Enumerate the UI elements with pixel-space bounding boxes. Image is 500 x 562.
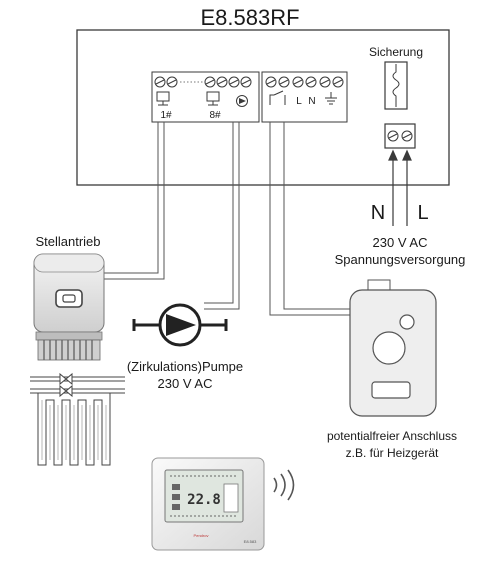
supply-voltage-label: 230 V AC [373, 235, 428, 250]
supply-name-label: Spannungsversorgung [335, 252, 466, 267]
heating-manifold [30, 372, 125, 466]
pump-voltage-label: 230 V AC [158, 376, 213, 391]
ground-icon [325, 92, 337, 105]
boiler-label-line1: potentialfreier Anschluss [327, 429, 457, 443]
pump-icon [236, 95, 248, 107]
circulation-pump [132, 303, 228, 347]
diagram-title: E8.583RF [200, 5, 299, 30]
terminal-block-outputs: 1# 8# [151, 71, 260, 123]
fuse-icon [384, 61, 408, 110]
wireless-signal-icon [273, 469, 295, 501]
fuse-label: Sicherung [369, 45, 423, 59]
neutral-letter: N [371, 202, 385, 224]
boiler-device [349, 279, 437, 417]
valve-actuator [33, 253, 105, 361]
live-letter: L [417, 202, 428, 224]
terminal-label-8: 8# [209, 110, 221, 121]
terminal-label-L: L [296, 96, 302, 107]
wires [102, 122, 360, 316]
terminal-label-N: N [308, 96, 315, 107]
actuator-label: Stellantrieb [35, 234, 100, 249]
relay-contact-icon [269, 90, 286, 105]
thermostat-brand: Pendrov [194, 533, 209, 538]
pump-name-label: (Zirkulations)Pumpe [127, 359, 243, 374]
thermostat-model: E8.583 [244, 539, 257, 544]
supply-terminal [384, 123, 416, 149]
terminal-block-power: L N [261, 71, 348, 123]
boiler-label-line2: z.B. für Heizgerät [346, 446, 439, 460]
terminal-label-1: 1# [160, 110, 172, 121]
valve-actuator-icon [156, 91, 220, 106]
room-thermostat: 22.8 Pendrov E8.583 [151, 457, 265, 551]
thermostat-reading: 22.8 [187, 492, 221, 508]
supply-arrows [388, 149, 412, 226]
